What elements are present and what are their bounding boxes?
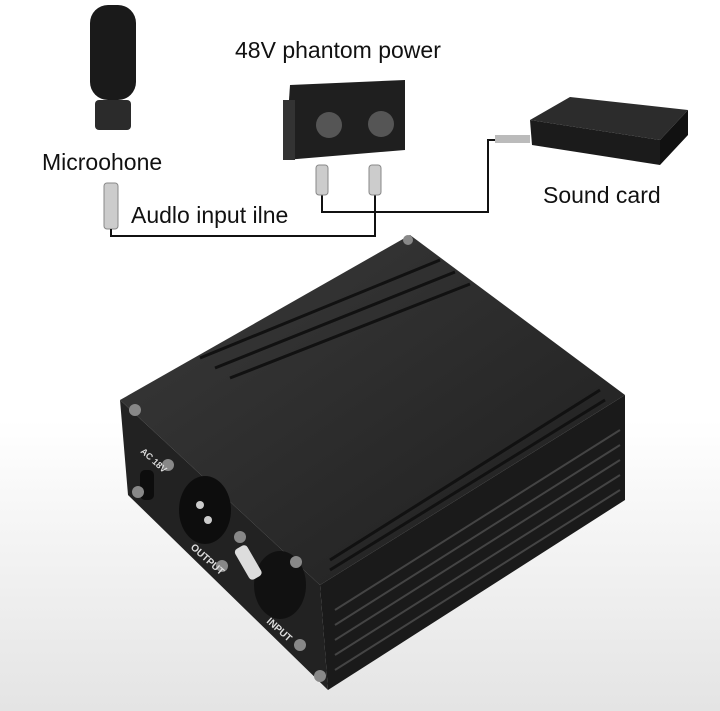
sound-card-thumbnail [495,97,688,165]
sound-card-label: Sound card [543,182,661,208]
microphone-label: Microohone [42,149,163,175]
phantom-power-box: AC 18V OUTPUT INPUT [120,235,625,690]
microphone-image [90,5,136,230]
phantom-power-thumbnail [283,80,405,196]
audio-line-label: Audlo input ilne [131,202,289,228]
phantom-power-label: 48V phantom power [235,37,441,63]
